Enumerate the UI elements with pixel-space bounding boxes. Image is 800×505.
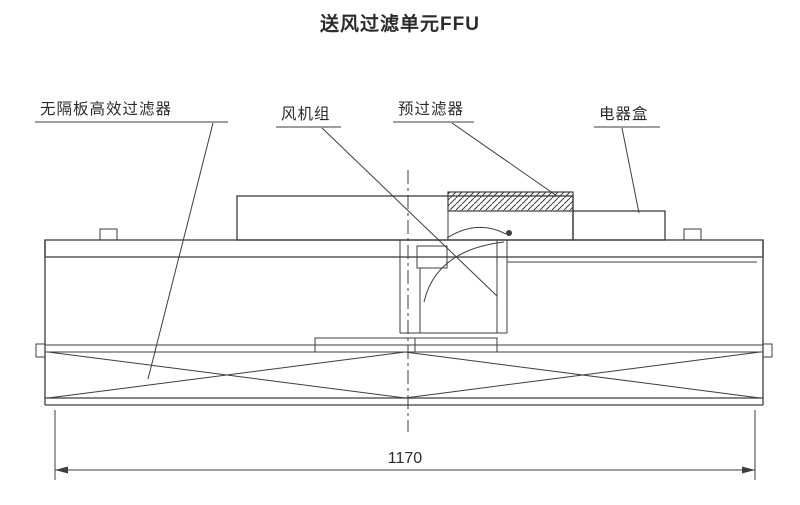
mounting-tab-right — [683, 228, 702, 241]
prefilter-strip — [447, 191, 574, 212]
side-flange-right — [762, 343, 773, 358]
label-hepa-filter: 无隔板高效过滤器 — [40, 100, 172, 118]
fan-motor — [416, 245, 448, 269]
diagram-title: 送风过滤单元FFU — [320, 12, 480, 35]
leader-line-prefilter — [451, 122, 558, 197]
dimension-value: 1170 — [388, 450, 423, 467]
dim-arrow-left — [55, 466, 68, 474]
label-prefilter: 预过滤器 — [398, 100, 464, 118]
filter-x-right-b — [404, 351, 761, 399]
side-flange-left — [35, 343, 46, 358]
leader-line-electrical-box — [621, 127, 640, 214]
label-electrical-box: 电器盒 — [599, 105, 649, 123]
leader-line-fan-unit — [321, 127, 498, 297]
electrical-box-outline — [572, 210, 666, 241]
leader-line-hepa-filter — [147, 122, 214, 380]
cable-connector — [506, 230, 512, 236]
dim-arrow-right — [742, 466, 755, 474]
mounting-tab-left — [99, 228, 118, 241]
fan-volute-curve — [423, 241, 505, 303]
filter-x-left-b — [47, 351, 406, 399]
label-fan-unit: 风机组 — [281, 105, 331, 123]
top-plate — [44, 239, 764, 258]
cable-arc — [446, 226, 507, 239]
